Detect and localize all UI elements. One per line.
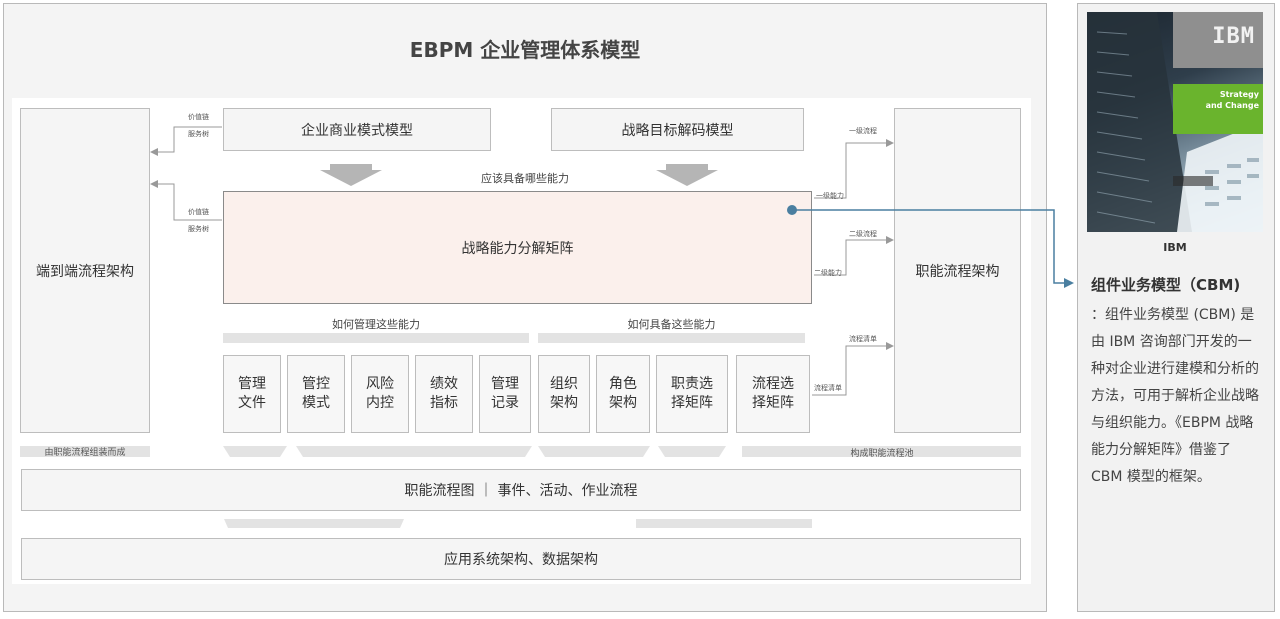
ibm-logo: IBM: [1212, 24, 1255, 49]
strategic-goal-decoding-box: 战略目标解码模型: [551, 108, 804, 151]
down-arrow-icon: [320, 164, 382, 186]
left-connectors: [150, 126, 222, 221]
cover-header: [1173, 12, 1263, 68]
tag-process-list-bottom: 流程清单: [814, 384, 842, 392]
cbm-heading: 组件业务模型（CBM): [1091, 276, 1241, 294]
cell-management-records: 管理 记录: [479, 355, 531, 433]
diagram-title: EBPM 企业管理体系模型: [409, 38, 641, 62]
cell-role-structure: 角色 架构: [596, 355, 650, 433]
tag-level1-capability: 一级能力: [816, 192, 844, 200]
how-have-label: 如何具备这些能力: [627, 318, 716, 331]
business-model-label: 企业商业模式模型: [301, 122, 413, 139]
tag-level2-process: 二级流程: [849, 230, 877, 238]
cbm-description: ：组件业务模型 (CBM) 是由 IBM 咨询部门开发的一种对企业进行建模和分析…: [1091, 307, 1259, 485]
cell-control-mode: 管控 模式: [287, 355, 345, 433]
cbm-connector: [787, 205, 1074, 288]
cover-bar: [1173, 176, 1213, 186]
bottom-bands: [20, 446, 1021, 457]
application-data-architecture-bar: 应用系统架构、数据架构: [21, 538, 1021, 580]
cell-process-selection-matrix: 流程选 择矩阵: [736, 355, 810, 433]
functional-flow-bar: 职能流程图 ｜ 事件、活动、作业流程: [21, 469, 1021, 511]
cover-title-line2: and Change: [1205, 101, 1259, 110]
cover-title-block: [1173, 84, 1263, 134]
functional-process-architecture-label: 职能流程架构: [915, 263, 1000, 280]
tag-process-list-top: 流程清单: [849, 335, 877, 343]
how-manage-band: [223, 333, 529, 343]
strategic-goal-decoding-label: 战略目标解码模型: [621, 122, 734, 139]
strategic-capability-matrix: 战略能力分解矩阵: [223, 191, 812, 304]
cell-risk-control: 风险 内控: [351, 355, 409, 433]
cell-management-documents: 管理 文件: [223, 355, 281, 433]
down-arrow-icon: [656, 164, 718, 186]
end-to-end-process-architecture-label: 端到端流程架构: [36, 263, 134, 280]
building-graphic: [1087, 12, 1263, 232]
tag-service-tree-2: 服务树: [188, 225, 209, 233]
business-model-box: 企业商业模式模型: [223, 108, 491, 151]
right-band-label: 构成职能流程池: [850, 449, 914, 459]
right-connectors: [812, 139, 894, 396]
cell-performance-indicators: 绩效 指标: [415, 355, 473, 433]
tag-level2-capability: 二级能力: [814, 269, 842, 277]
how-have-band: [538, 333, 805, 343]
ibm-book-cover: IBM Strategy and Change: [1087, 12, 1263, 232]
tag-service-tree-1: 服务树: [188, 130, 209, 138]
cell-organization-structure: 组织 架构: [538, 355, 590, 433]
functional-process-architecture: 职能流程架构: [894, 108, 1021, 433]
tag-value-chain-1: 价值链: [188, 113, 209, 121]
cell-responsibility-matrix: 职责选 择矩阵: [656, 355, 728, 433]
end-to-end-process-architecture: 端到端流程架构: [20, 108, 150, 433]
application-data-architecture-label: 应用系统架构、数据架构: [444, 552, 598, 568]
tag-value-chain-2: 价值链: [188, 208, 209, 216]
how-manage-label: 如何管理这些能力: [332, 318, 420, 331]
middle-bands: [224, 519, 812, 528]
functional-flow-label: 职能流程图 ｜ 事件、活动、作业流程: [404, 483, 638, 499]
left-band-label: 由职能流程组装而成: [44, 448, 126, 458]
strategic-capability-matrix-label: 战略能力分解矩阵: [461, 240, 574, 257]
ability-question: 应该具备哪些能力: [481, 172, 569, 185]
book-caption: IBM: [1163, 241, 1187, 254]
cover-title-line1: Strategy: [1219, 90, 1259, 99]
tag-level1-process-top: 一级流程: [849, 127, 877, 135]
